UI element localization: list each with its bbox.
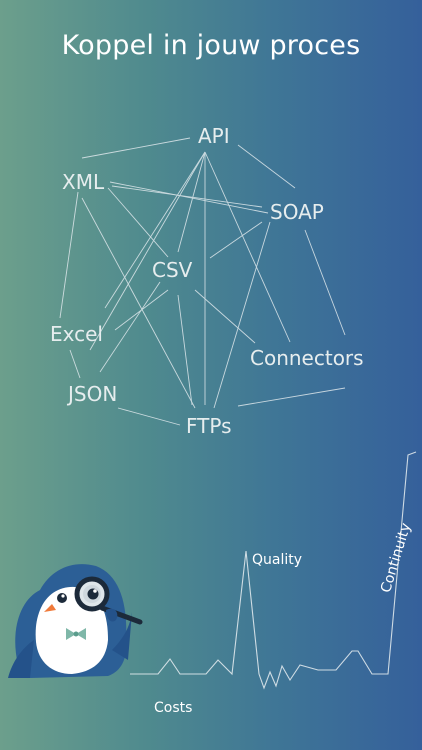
label-quality: Quality — [252, 552, 303, 568]
edge-excel-json — [69, 349, 81, 379]
edge-csv-ftps — [177, 294, 193, 406]
edge-api-xml — [81, 137, 191, 159]
node-ftps: FTPs — [186, 414, 232, 438]
edge-soap-ftps — [213, 221, 271, 409]
edge-api-excel — [104, 151, 206, 309]
edge-ftps-connectors — [237, 387, 346, 407]
edge-api-soap — [237, 144, 296, 189]
edge-api-json — [89, 151, 206, 351]
edge-csv-connectors — [194, 289, 256, 344]
edge-xml-csv-a — [111, 185, 263, 208]
edge-xml-ftps — [81, 197, 196, 409]
edge-xml-csv — [107, 187, 169, 258]
edge-api-csv — [177, 151, 206, 253]
edge-api-connectors — [204, 151, 291, 343]
edge-soap-csv — [209, 221, 263, 259]
edge-xml-soap — [109, 181, 269, 214]
edge-json-ftps — [117, 407, 181, 426]
edge-soap-connectors — [304, 229, 346, 336]
edge-xml-excel — [59, 191, 79, 319]
page-title: Koppel in jouw proces — [61, 30, 361, 61]
edge-csv-json — [99, 281, 161, 373]
node-soap: SOAP — [270, 200, 324, 224]
quality-cost-continuity-line — [130, 451, 417, 690]
node-csv: CSV — [152, 258, 193, 282]
node-xml: XML — [62, 170, 105, 194]
label-costs: Costs — [154, 700, 193, 716]
node-connectors: Connectors — [250, 346, 364, 370]
node-excel: Excel — [50, 322, 103, 346]
node-api: API — [198, 124, 230, 148]
penguin-with-magnifying-glass-icon — [8, 564, 143, 678]
node-json: JSON — [68, 382, 118, 406]
